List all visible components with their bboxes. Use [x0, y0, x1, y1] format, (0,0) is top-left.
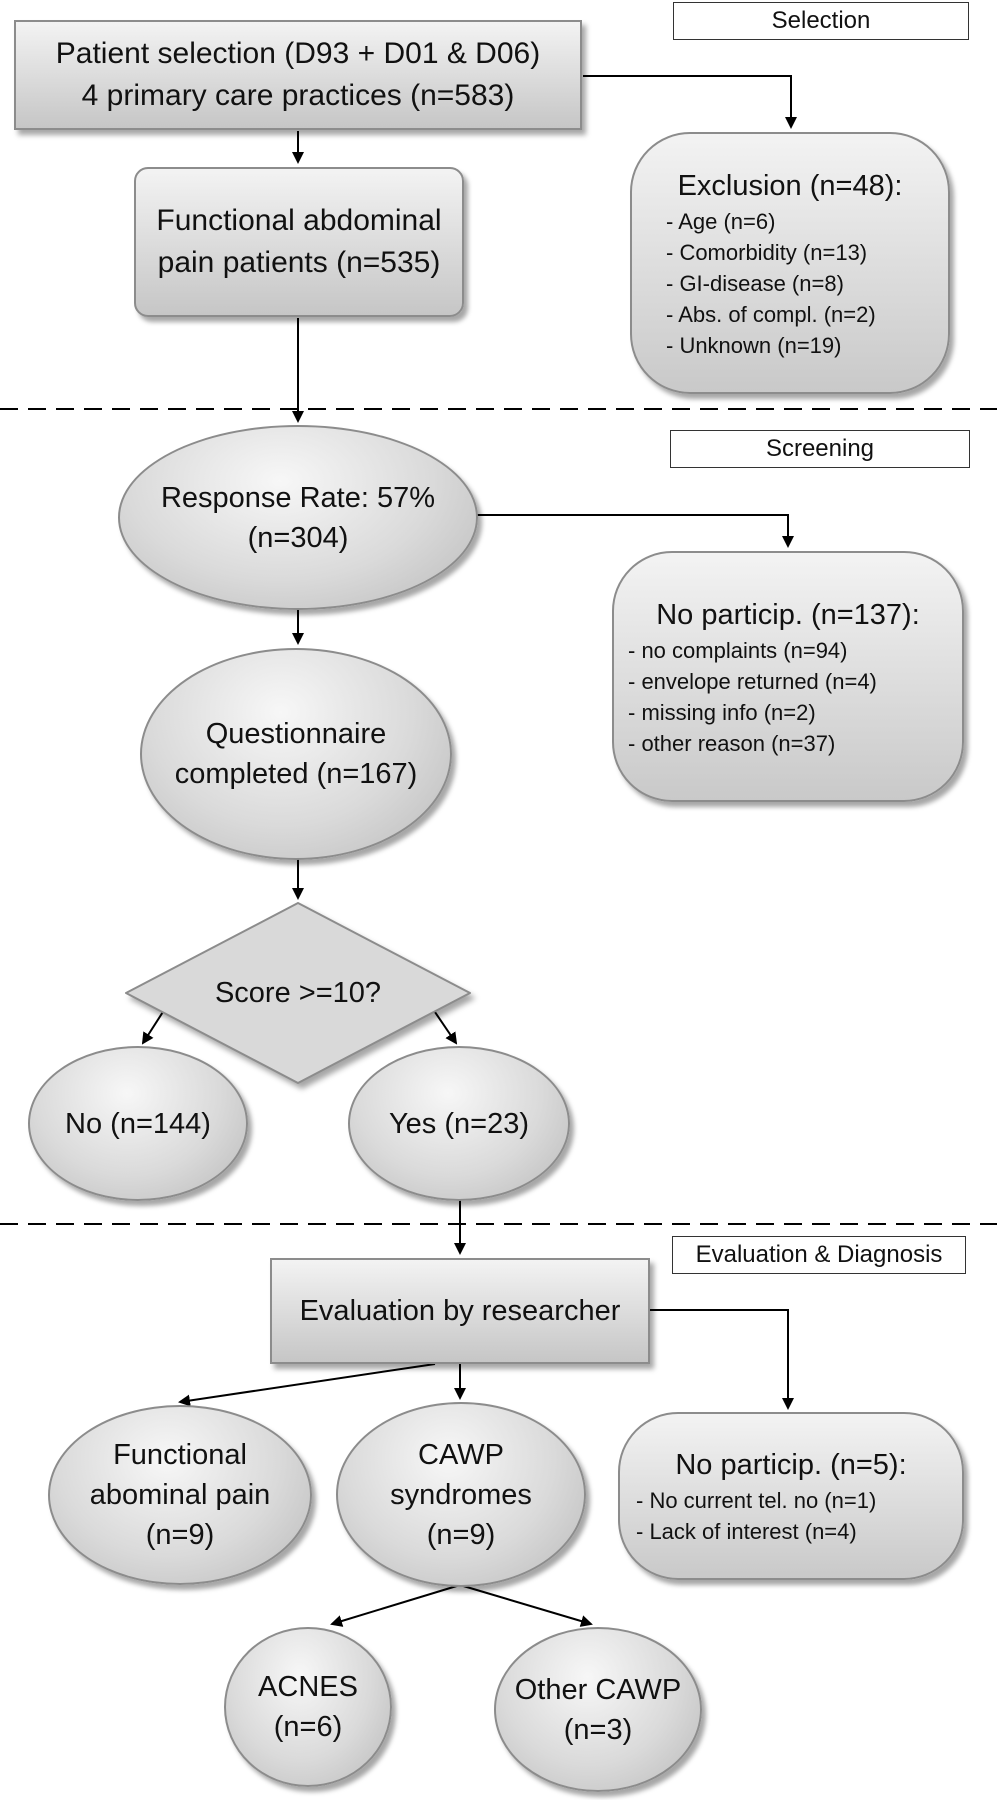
arrow-response-to-noparticip	[477, 514, 794, 548]
section-label-screening: Screening	[670, 430, 970, 468]
node-functional-pain: Functional abominal pain (n=9)	[48, 1405, 312, 1585]
node-functional-abdominal: Functional abdominal pain patients (n=53…	[134, 167, 464, 317]
exclusion-item: - Abs. of compl. (n=2)	[666, 301, 876, 327]
no-particip-5-title: No particip. (n=5):	[675, 1449, 907, 1481]
no-particip-5-item: - No current tel. no (n=1)	[636, 1488, 877, 1513]
exclusion-item: - Unknown (n=19)	[666, 332, 842, 358]
no-particip-137-title: No particip. (n=137):	[656, 598, 920, 631]
arrow-evaluation-to-noparticip	[650, 1309, 794, 1410]
exclusion-item: - Comorbidity (n=13)	[666, 239, 868, 265]
node-exclusion: Exclusion (n=48): - Age (n=6) - Comorbid…	[630, 132, 950, 394]
no-particip-137-item: - no complaints (n=94)	[628, 637, 848, 663]
node-acnes: ACNES (n=6)	[224, 1627, 392, 1787]
no-particip-5-item: - Lack of interest (n=4)	[636, 1519, 857, 1544]
node-patient-selection: Patient selection (D93 + D01 & D06) 4 pr…	[14, 20, 582, 130]
node-score-label: Score >=10?	[214, 977, 382, 1009]
node-other-cawp: Other CAWP (n=3)	[494, 1627, 702, 1792]
node-no: No (n=144)	[28, 1046, 248, 1201]
node-cawp: CAWP syndromes (n=9)	[336, 1402, 586, 1587]
no-particip-137-item: - envelope returned (n=4)	[628, 668, 877, 694]
arrow-selection-to-exclusion	[583, 75, 797, 129]
arrow-cawp-to-other	[459, 1584, 593, 1627]
node-evaluation: Evaluation by researcher	[270, 1258, 650, 1364]
node-no-particip-137: No particip. (n=137): - no complaints (n…	[612, 551, 964, 802]
no-particip-137-item: - missing info (n=2)	[628, 699, 816, 725]
node-response-rate: Response Rate: 57% (n=304)	[118, 425, 478, 610]
section-label-selection: Selection	[673, 2, 969, 40]
arrow-evaluation-to-functional	[178, 1363, 436, 1407]
node-questionnaire: Questionnaire completed (n=167)	[140, 648, 452, 860]
exclusion-item: - GI-disease (n=8)	[666, 270, 844, 296]
section-label-evaluation: Evaluation & Diagnosis	[672, 1236, 966, 1274]
no-particip-137-item: - other reason (n=37)	[628, 730, 836, 756]
exclusion-item: - Age (n=6)	[666, 208, 776, 234]
node-no-particip-5: No particip. (n=5): - No current tel. no…	[618, 1412, 964, 1580]
score-diamond	[125, 902, 471, 1084]
exclusion-title: Exclusion (n=48):	[677, 169, 903, 202]
node-yes: Yes (n=23)	[348, 1046, 570, 1201]
arrow-cawp-to-acnes	[330, 1584, 461, 1627]
